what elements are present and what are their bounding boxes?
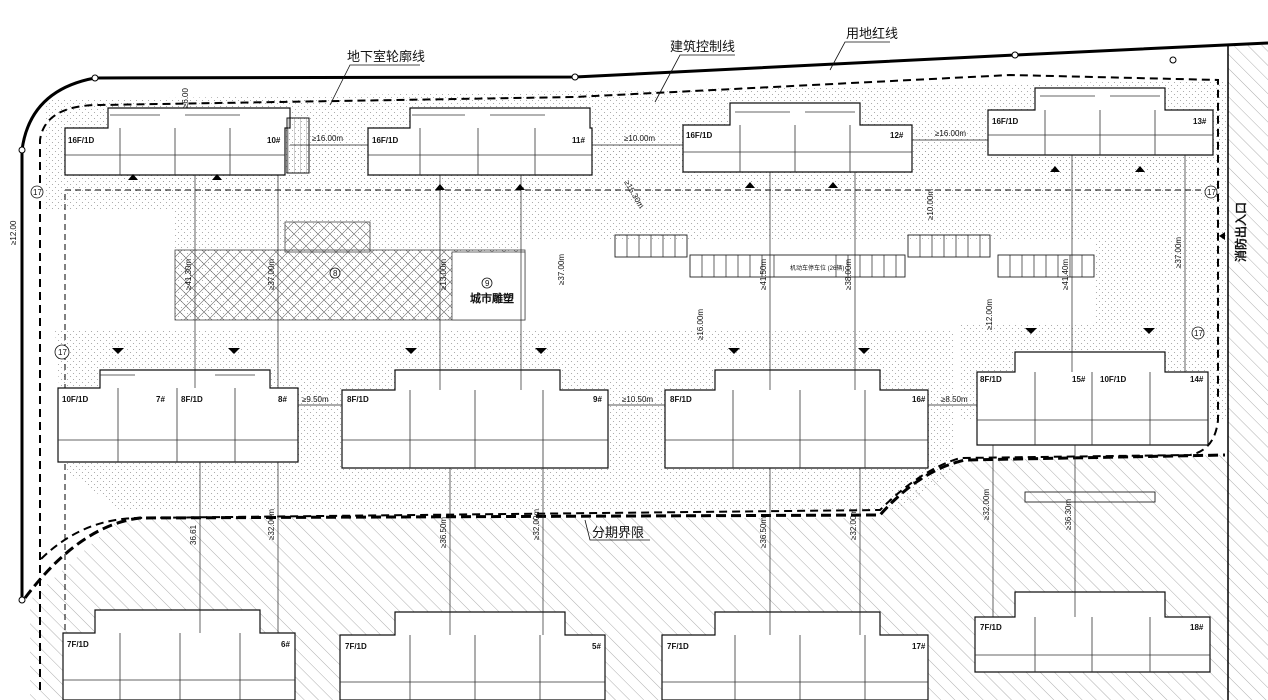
dim-label: ≥6.00 [181, 87, 190, 108]
dim-label: ≥41.30m [184, 259, 193, 290]
bldg-5-floors: 7F/1D [345, 642, 367, 651]
dim-label: ≥16.00m [312, 134, 343, 143]
marker-9: 9 [485, 279, 490, 288]
bldg-11-floors: 16F/1D [372, 136, 398, 145]
dim-label: ≥32.00m [532, 509, 541, 540]
marker-17-east: 17 [1207, 188, 1216, 197]
bldg-8-floors: 8F/1D [181, 395, 203, 404]
basement-outline [39, 73, 1219, 690]
dim-label: ≥10.00m [624, 134, 655, 143]
building-control-line-label: 建筑控制线 [670, 39, 735, 55]
dim-label: ≥37.00m [1174, 237, 1183, 268]
bldg-12-floors: 16F/1D [686, 131, 712, 140]
bldg-14-num: 14# [1190, 375, 1204, 384]
bldg-10-floors: 16F/1D [68, 136, 94, 145]
dim-label: ≥16.00m [696, 309, 705, 340]
bldg-11-num: 11# [572, 136, 585, 145]
bldg-16-num: 16# [912, 395, 926, 404]
circle-markers [30, 185, 1218, 360]
building-16 [664, 369, 929, 469]
dim-label: ≥13.00m [439, 259, 448, 290]
bldg-6-floors: 7F/1D [67, 640, 89, 649]
dim-label: ≥9.50m [302, 395, 329, 404]
dim-label: ≥10.50m [622, 395, 653, 404]
dim-label: ≥32.00m [849, 509, 858, 540]
dim-label: ≥41.50m [759, 259, 768, 290]
phase-boundary-label: 分期界限 [592, 526, 644, 541]
bldg-9-floors: 8F/1D [347, 395, 369, 404]
sculpture-label: 城市雕塑 [470, 291, 514, 305]
building-7-8 [57, 369, 299, 463]
marker-17-west: 17 [33, 188, 42, 197]
bldg-5-num: 5# [592, 642, 601, 651]
bldg-6-num: 6# [281, 640, 290, 649]
entrance-arrows [112, 166, 1155, 354]
dim-label: ≥32.00m [982, 489, 991, 520]
bldg-12-num: 12# [890, 131, 904, 140]
bldg-16-floors: 8F/1D [670, 395, 692, 404]
dim-label: ≥38.00m [844, 259, 853, 290]
bldg-17-num: 17# [912, 642, 926, 651]
dim-label: ≥37.00m [557, 254, 566, 285]
bldg-17-floors: 7F/1D [667, 642, 689, 651]
bldg-13-floors: 16F/1D [992, 117, 1018, 126]
phase-two-area [30, 455, 1230, 700]
building-11 [367, 107, 593, 176]
red-line-label: 用地红线 [846, 26, 898, 42]
stair-core [286, 117, 310, 174]
marker-17-mid-west: 17 [58, 348, 67, 357]
bldg-15-floors: 8F/1D [980, 375, 1002, 384]
bldg-18-num: 18# [1190, 623, 1204, 632]
building-13 [987, 87, 1214, 156]
dim-label: ≥16.00m [935, 129, 966, 138]
building-control-line [64, 189, 1210, 690]
fire-entrance-label: 消防出入口 [1233, 202, 1248, 262]
bldg-14-floors: 10F/1D [1100, 375, 1126, 384]
basement-outline-label: 地下室轮廓线 [347, 49, 425, 65]
marker-8: 8 [333, 269, 338, 278]
bldg-8-num: 8# [278, 395, 287, 404]
building-17 [661, 611, 929, 700]
building-14-15 [976, 351, 1209, 446]
dimension-lines [194, 139, 1186, 635]
dim-label: ≥32.00m [267, 509, 276, 540]
dim-label: ≥12.00 [9, 220, 18, 245]
bldg-7-num: 7# [156, 395, 165, 404]
building-5 [339, 611, 606, 700]
bldg-18-floors: 7F/1D [980, 623, 1002, 632]
dim-label: ≥36.30m [1064, 499, 1073, 530]
leader-lines [329, 41, 890, 541]
dim-label: ≥37.00m [267, 259, 276, 290]
building-9 [341, 369, 609, 469]
marker-17-mid-east: 17 [1194, 329, 1203, 338]
parking-dividers [626, 235, 1083, 277]
dim-label: 36.61 [189, 524, 198, 545]
dim-label: ≥10.00m [926, 189, 935, 220]
phase-boundary-line [23, 453, 1226, 599]
plaza-area [174, 221, 526, 321]
red-line-nodes [18, 51, 1177, 604]
fire-entrance-arrow [1219, 232, 1225, 240]
building-6 [62, 609, 296, 700]
bldg-10-num: 10# [267, 136, 281, 145]
dim-label: ≥41.40m [1061, 259, 1070, 290]
bldg-9-num: 9# [593, 395, 602, 404]
building-18 [974, 591, 1211, 673]
dim-label: ≥36.50m [439, 517, 448, 548]
dim-label: ≥36.50m [759, 517, 768, 548]
dim-label: ≥12.00m [985, 299, 994, 330]
bldg-13-num: 13# [1193, 117, 1207, 126]
building-12 [682, 102, 913, 173]
site-red-line [20, 41, 1268, 151]
dim-label: ≥8.50m [941, 395, 968, 404]
parking-note: 机动车停车位 (26辆) [790, 264, 844, 272]
east-road [1228, 45, 1268, 700]
bldg-15-num: 15# [1072, 375, 1086, 384]
bldg-7-floors: 10F/1D [62, 395, 88, 404]
